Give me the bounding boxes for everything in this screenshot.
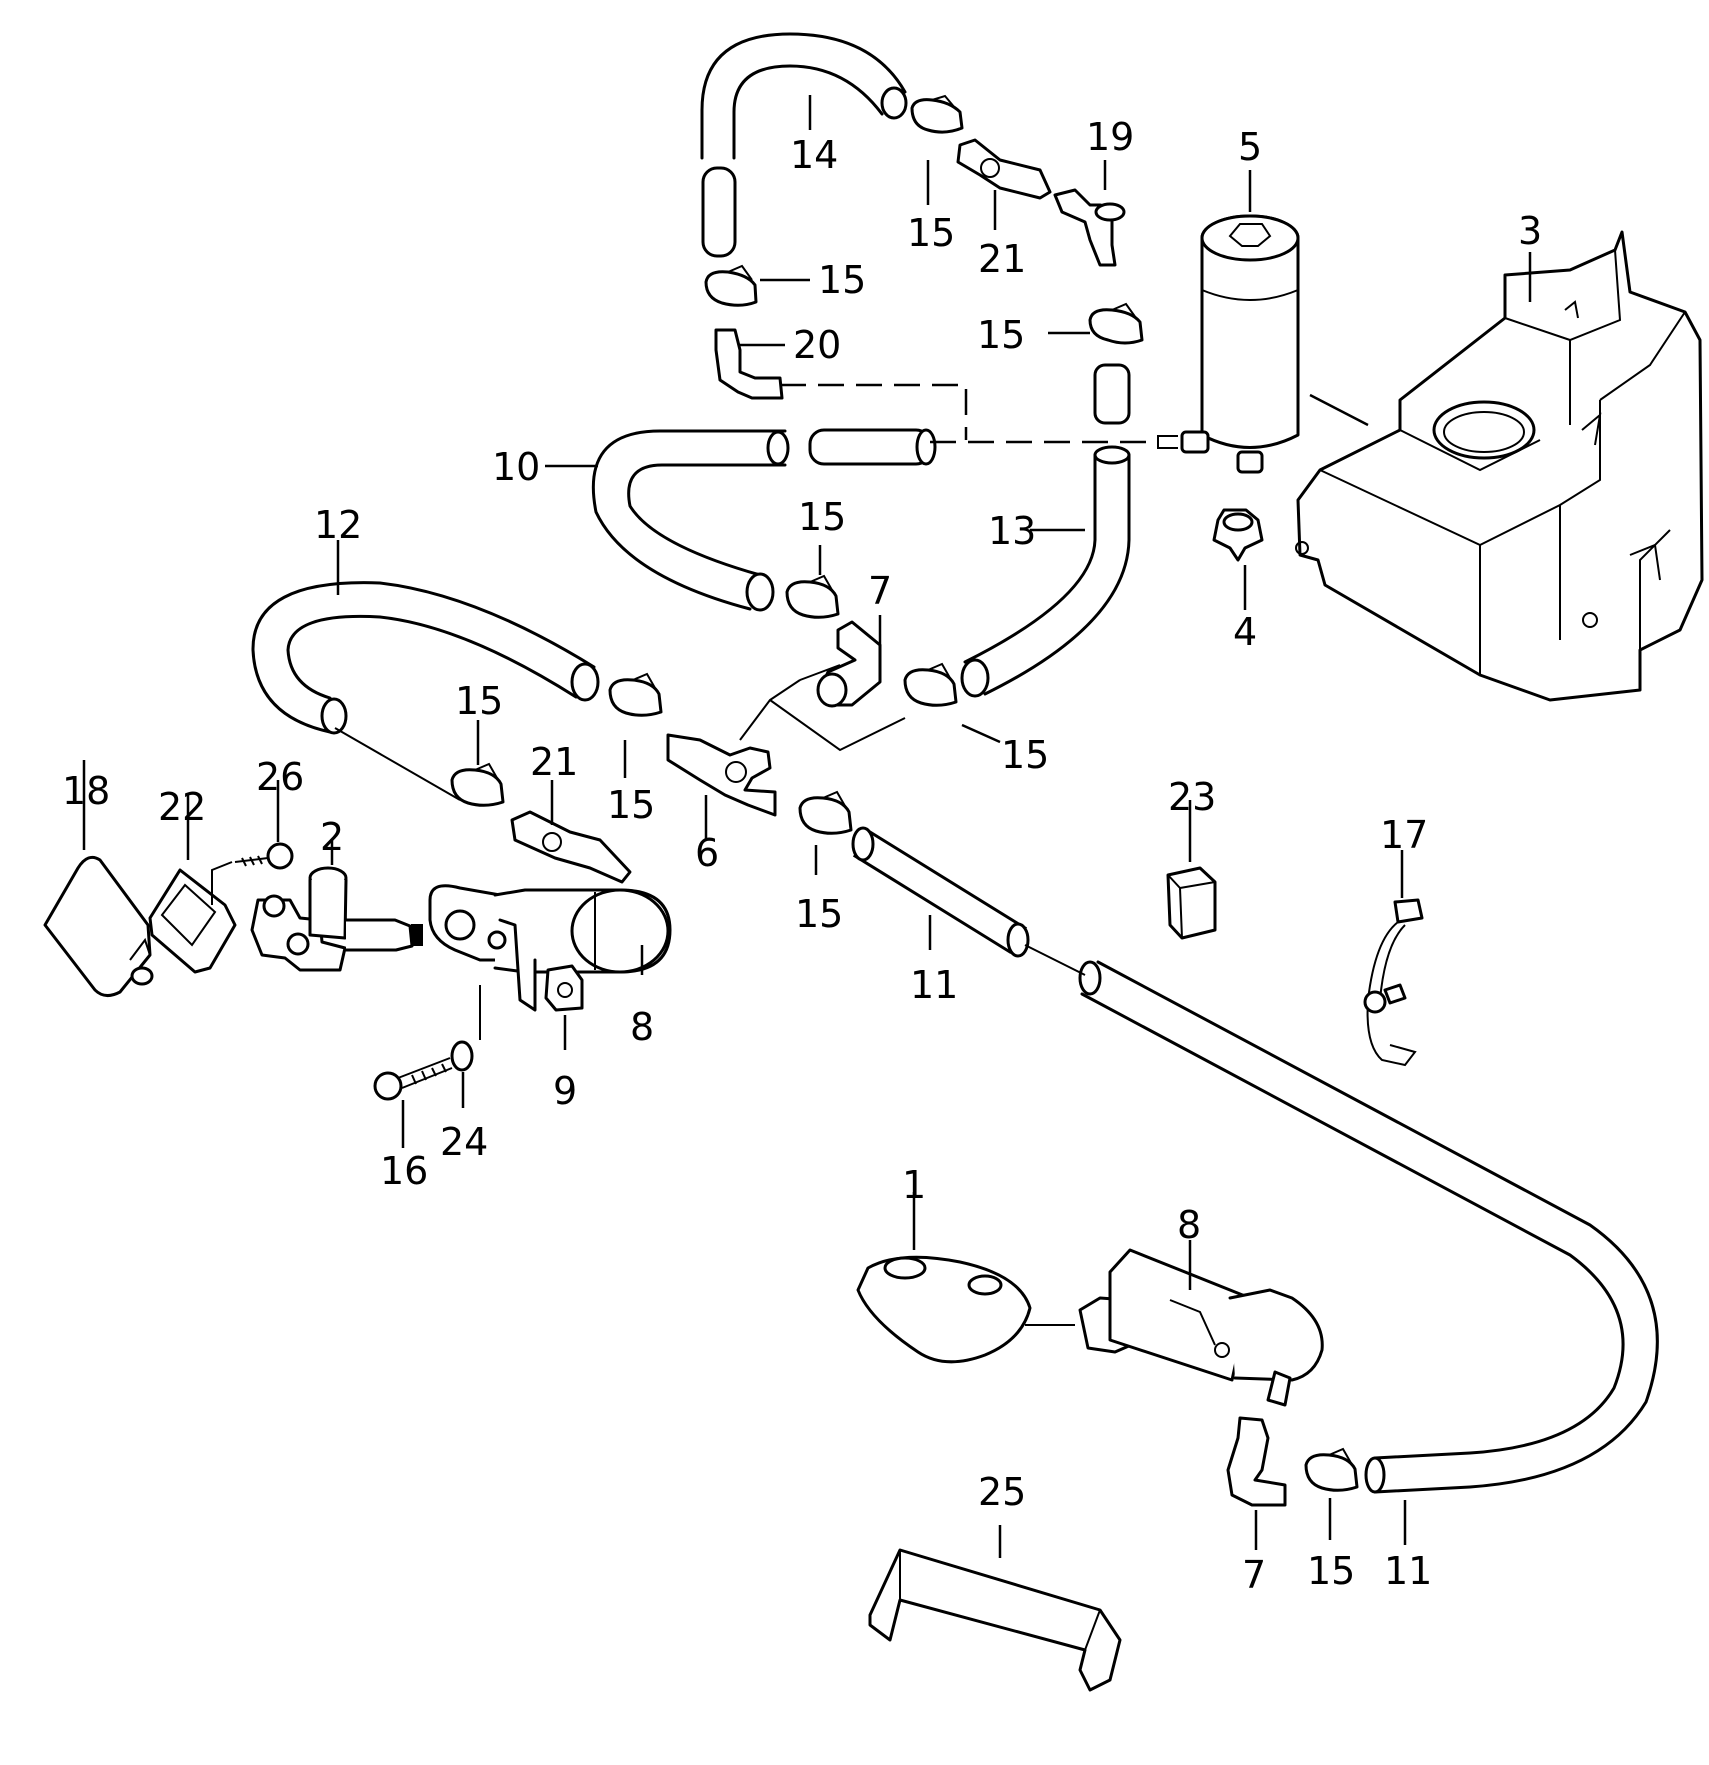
hose-clamp — [450, 762, 505, 807]
callout-15: 15 — [798, 495, 846, 539]
callout-9: 9 — [553, 1069, 577, 1113]
callout-19: 19 — [1086, 115, 1134, 159]
clip-23 — [1166, 866, 1217, 940]
callout-15: 15 — [455, 679, 503, 723]
hose-clamp — [704, 264, 758, 307]
hose-clamp — [1088, 302, 1144, 345]
callout-8: 8 — [630, 1005, 654, 1049]
callout-15: 15 — [818, 258, 866, 302]
callout-12: 12 — [314, 503, 362, 547]
callout-15: 15 — [977, 313, 1025, 357]
nozzle-bracket — [148, 861, 237, 974]
callout-21: 21 — [978, 237, 1026, 281]
callout-26: 26 — [256, 755, 304, 799]
hose-12 — [251, 581, 602, 735]
cover-cap-1 — [856, 1255, 1075, 1364]
callout-3: 3 — [1518, 209, 1542, 253]
nozzle-cover-cap — [43, 855, 154, 997]
callout-15: 15 — [1001, 733, 1049, 777]
elbow-7-lower — [1226, 1416, 1287, 1507]
callout-7: 7 — [868, 569, 892, 613]
t-connector-19 — [1053, 188, 1126, 267]
callout-23: 23 — [1168, 775, 1216, 819]
elbow-7-upper — [816, 620, 882, 708]
hose-clamp — [608, 672, 663, 717]
hose-14 — [700, 32, 912, 258]
callout-20: 20 — [793, 323, 841, 367]
callout-15: 15 — [607, 783, 655, 827]
screw-26 — [234, 842, 294, 870]
fitting-20 — [714, 328, 784, 400]
t-connector-6 — [666, 733, 777, 817]
callout-24: 24 — [440, 1120, 488, 1164]
clip-nut — [544, 964, 584, 1012]
callout-22: 22 — [158, 785, 206, 829]
callout-7: 7 — [1242, 1553, 1266, 1597]
callout-17: 17 — [1380, 813, 1428, 857]
callout-21: 21 — [530, 740, 578, 784]
telescopic-cylinder-left — [428, 884, 672, 1012]
connector-21-upper — [956, 138, 1052, 200]
hose-clamp — [1304, 1447, 1359, 1492]
bracket-25 — [868, 1548, 1122, 1692]
callout-5: 5 — [1238, 125, 1262, 169]
hose-clamp — [798, 790, 853, 835]
screw-16 — [373, 1057, 453, 1101]
washer-fluid-reservoir — [1295, 230, 1704, 702]
hose-10 — [591, 428, 937, 612]
hose-clamp — [903, 662, 958, 707]
hose-clamp — [910, 94, 964, 134]
hose-11 — [851, 826, 1659, 1494]
callout-14: 14 — [790, 133, 838, 177]
callout-8: 8 — [1177, 1203, 1201, 1247]
callout-18: 18 — [62, 769, 110, 813]
spray-nozzle — [250, 866, 423, 972]
callout-6: 6 — [695, 831, 719, 875]
callout-13: 13 — [988, 509, 1036, 553]
callout-2: 2 — [320, 815, 344, 859]
hose-13 — [958, 363, 1131, 698]
washer-pump — [1157, 214, 1369, 474]
holder-bracket-17 — [1363, 898, 1424, 1067]
callout-15: 15 — [1307, 1549, 1355, 1593]
callout-16: 16 — [380, 1149, 428, 1193]
callout-1: 1 — [902, 1163, 926, 1207]
callout-15: 15 — [795, 892, 843, 936]
callout-4: 4 — [1233, 610, 1257, 654]
grommet — [1212, 508, 1264, 562]
washer-24 — [450, 985, 481, 1072]
callout-11: 11 — [1384, 1549, 1432, 1593]
callout-10: 10 — [492, 445, 540, 489]
callout-25: 25 — [978, 1470, 1026, 1514]
hose-clamp — [785, 574, 840, 619]
callout-11: 11 — [910, 963, 958, 1007]
connector-21-lower — [510, 810, 632, 884]
telescopic-cylinder-right — [1078, 1248, 1324, 1407]
callout-15: 15 — [907, 211, 955, 255]
